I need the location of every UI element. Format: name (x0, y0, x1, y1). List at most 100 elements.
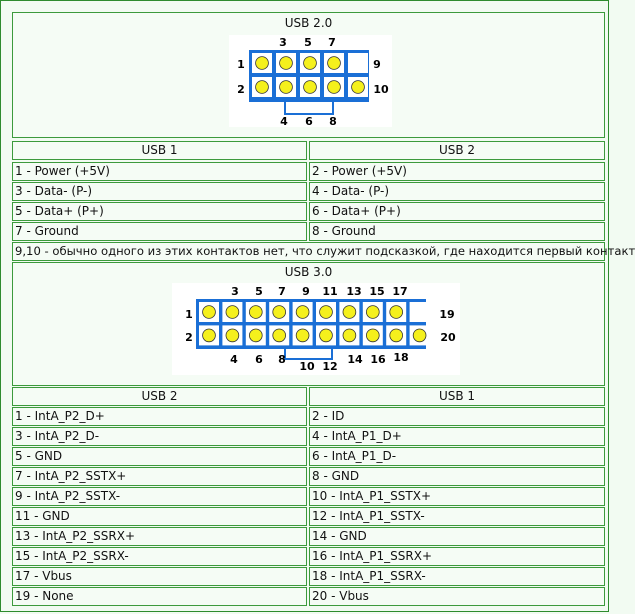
usb2-pin-8: 8 - Ground (309, 222, 605, 241)
usb3-pin-2 (202, 328, 216, 343)
usb2-pin-3: 3 - Data- (P-) (12, 182, 307, 201)
usb2-pin-7: 7 - Ground (12, 222, 307, 241)
usb2-pin-6: 6 - Data+ (P+) (309, 202, 605, 221)
usb2-pin-6 (303, 80, 317, 94)
usb3-pin-label-10: 10 (299, 360, 315, 373)
usb3-pin-label-8: 8 (278, 353, 286, 366)
usb2-pin-4 (279, 80, 293, 94)
usb3-pin-label-5: 5 (255, 285, 263, 298)
usb3-pin-18 (389, 328, 404, 343)
usb2-pin-label-5: 5 (304, 36, 312, 49)
usb3-pin-label-6: 6 (255, 353, 263, 366)
usb2-pin-label-2: 2 (237, 83, 245, 96)
usb3-pin-label-16: 16 (370, 353, 386, 366)
usb3-socket-19 (409, 302, 430, 322)
usb3-pin-16 (366, 328, 380, 343)
usb2-pin-label-4: 4 (280, 115, 288, 128)
usb3-pin-14: 14 - GND (309, 527, 605, 546)
usb3-pin-17 (389, 305, 404, 319)
usb2-pin-8 (327, 80, 341, 94)
usb2-pin-2: 2 - Power (+5V) (309, 162, 605, 181)
usb2-pin-3 (279, 56, 293, 70)
usb3-pin-6: 6 - IntA_P1_D- (309, 447, 605, 466)
usb3-pin-1 (202, 305, 216, 319)
usb2-title: USB 2.0 (284, 16, 333, 30)
usb3-pin-label-1: 1 (185, 308, 193, 321)
usb3-pin-9: 9 - IntA_P2_SSTX- (12, 487, 307, 506)
usb3-pin-label-19: 19 (439, 308, 454, 321)
usb3-pin-label-14: 14 (347, 353, 363, 366)
usb3-pin-7: 7 - IntA_P2_SSTX+ (12, 467, 307, 486)
usb3-pin-8: 8 - GND (309, 467, 605, 486)
usb3-connector-diagram: 1 2 19 20 3 5 7 9 11 13 15 17 4 6 8 10 1 (172, 283, 460, 375)
usb2-pin-label-8: 8 (329, 115, 337, 128)
usb3-pin-1: 1 - IntA_P2_D+ (12, 407, 307, 426)
usb2-socket-9 (348, 53, 368, 73)
usb3-pin-2: 2 - ID (309, 407, 605, 426)
usb2-pin-4: 4 - Data- (P-) (309, 182, 605, 201)
usb3-pin-label-12: 12 (322, 360, 337, 373)
usb2-connector-diagram: 3 5 7 1 2 9 10 4 6 8 (229, 35, 392, 128)
usb3-diagram-cell: USB 3.0 1 2 19 20 3 5 7 9 11 (12, 262, 605, 386)
usb3-title: USB 3.0 (284, 265, 333, 279)
usb2-pin-2 (255, 80, 269, 94)
usb3-pin-3 (225, 305, 240, 319)
usb2-pin-label-7: 7 (328, 36, 336, 49)
usb3-pin-8 (272, 328, 286, 343)
usb3-pin-13: 13 - IntA_P2_SSRX+ (12, 527, 307, 546)
usb3-pin-12: 12 - IntA_P1_SSTX- (309, 507, 605, 526)
usb3-pin-label-18: 18 (393, 351, 408, 364)
usb2-pin-label-1: 1 (237, 58, 245, 71)
usb3-pin-19: 19 - None (12, 587, 307, 606)
usb3-pin-16: 16 - IntA_P1_SSRX+ (309, 547, 605, 566)
usb3-pin-12 (319, 328, 333, 343)
usb2-pin-1 (255, 56, 269, 70)
usb2-col-header-right: USB 2 (309, 141, 605, 160)
usb3-pin-label-15: 15 (369, 285, 384, 298)
usb3-pin-14 (342, 328, 357, 343)
usb3-pin-10 (295, 328, 310, 343)
usb2-pin-label-6: 6 (305, 115, 313, 128)
usb3-pin-15: 15 - IntA_P2_SSRX- (12, 547, 307, 566)
usb2-pin-5 (303, 56, 317, 70)
usb3-pin-3: 3 - IntA_P2_D- (12, 427, 307, 446)
usb3-pin-11 (319, 305, 333, 319)
usb3-pin-7 (272, 305, 286, 319)
usb3-pin-5: 5 - GND (12, 447, 307, 466)
usb3-pin-label-17: 17 (392, 285, 407, 298)
usb2-pin-label-9: 9 (373, 58, 381, 71)
usb2-pin-5: 5 - Data+ (P+) (12, 202, 307, 221)
usb2-note: 9,10 - обычно одного из этих контактов н… (12, 242, 635, 261)
usb3-pin-label-20: 20 (440, 331, 456, 344)
usb3-pin-10: 10 - IntA_P1_SSTX+ (309, 487, 605, 506)
usb3-pin-20 (412, 328, 427, 343)
usb3-key-bracket (284, 349, 333, 360)
usb3-pin-label-13: 13 (346, 285, 361, 298)
usb3-pin-9 (295, 305, 310, 319)
usb3-pin-label-7: 7 (278, 285, 286, 298)
usb3-pin-15 (366, 305, 380, 319)
usb2-diagram-cell: USB 2.0 3 5 7 1 2 9 10 4 6 (12, 12, 605, 138)
usb2-pin-10 (351, 80, 365, 94)
usb3-pin-label-4: 4 (230, 353, 238, 366)
usb2-pin-label-10: 10 (373, 83, 389, 96)
usb3-pin-6 (249, 328, 263, 343)
usb3-pin-13 (342, 305, 357, 319)
usb2-key-bracket (284, 102, 334, 115)
usb3-pin-label-2: 2 (185, 331, 193, 344)
usb3-pin-5 (249, 305, 263, 319)
usb3-col-header-left: USB 2 (12, 387, 307, 406)
usb3-pin-18: 18 - IntA_P1_SSRX- (309, 567, 605, 586)
usb3-pin-label-11: 11 (322, 285, 337, 298)
usb3-pin-17: 17 - Vbus (12, 567, 307, 586)
usb3-pin-11: 11 - GND (12, 507, 307, 526)
usb2-pin-7 (327, 56, 341, 70)
usb2-pin-1: 1 - Power (+5V) (12, 162, 307, 181)
usb2-pin-label-3: 3 (279, 36, 287, 49)
usb3-pin-label-3: 3 (231, 285, 239, 298)
usb3-col-header-right: USB 1 (309, 387, 605, 406)
usb3-pin-4 (225, 328, 240, 343)
usb2-col-header-left: USB 1 (12, 141, 307, 160)
